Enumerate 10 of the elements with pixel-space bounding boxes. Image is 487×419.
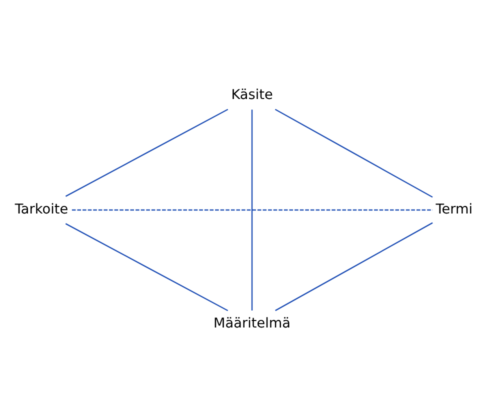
connector (72, 208, 433, 210)
node-text: Määritelmä (214, 315, 291, 332)
connector (275, 222, 433, 311)
node-text: Termi (436, 200, 473, 217)
connector (251, 109, 253, 310)
node-text: Käsite (231, 86, 273, 102)
connector (65, 222, 228, 311)
node-text: Tarkoite (14, 200, 68, 217)
connector (274, 108, 433, 198)
connector (65, 108, 228, 196)
